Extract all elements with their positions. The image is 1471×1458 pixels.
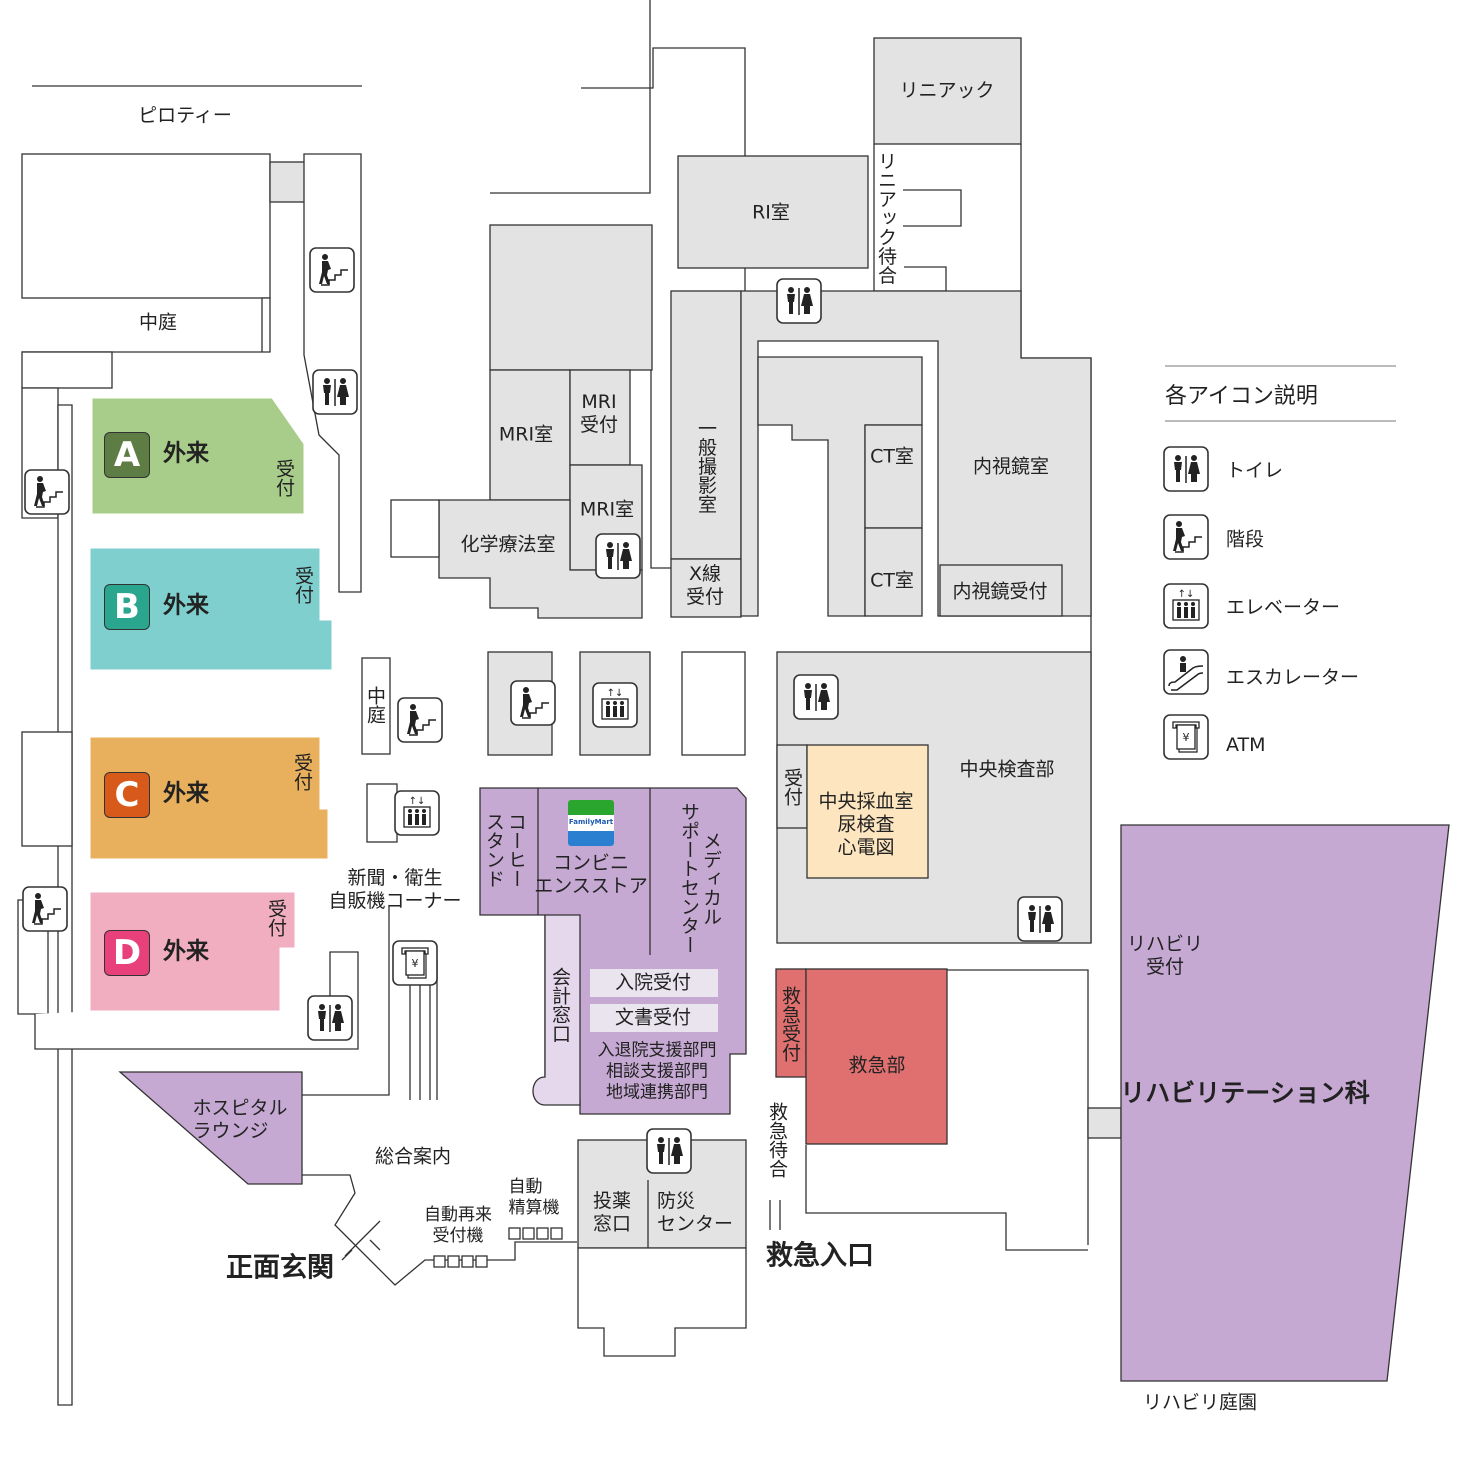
chemotherapy-room: 化学療法室: [460, 533, 556, 556]
endoscopy-room: 内視鏡室: [972, 455, 1050, 478]
mri-room: MRI室: [498, 423, 554, 446]
er-department: 救急部: [848, 1054, 906, 1077]
payment-machine: 自動 精算機: [508, 1177, 560, 1218]
outpatient-c-badge: C: [104, 772, 150, 818]
legend-atm: ATM: [1226, 734, 1266, 756]
document-reception: 文書受付: [614, 1006, 692, 1029]
admission-reception: 入院受付: [614, 971, 692, 994]
blood-reception: 受付: [781, 768, 803, 806]
outpatient-d-area: [89, 891, 296, 1012]
general-xray-room: 一般撮影室: [695, 418, 717, 514]
rehab-department: リハビリテーション科: [1120, 1078, 1370, 1108]
mri-room: MRI室: [579, 498, 635, 521]
linac-waiting: リニアック待合: [875, 151, 897, 285]
outpatient-d-label[interactable]: 外来: [163, 938, 209, 965]
er-entrance: 救急入口: [766, 1240, 874, 1272]
convenience-store: コンビニ エンスストア: [534, 852, 648, 897]
main-entrance: 正面玄関: [226, 1252, 334, 1284]
courtyard-label: 中庭: [364, 686, 386, 724]
outpatient-b-label[interactable]: 外来: [163, 592, 209, 619]
er-waiting: 救急待合: [766, 1102, 788, 1178]
er-reception: 救急受付: [779, 986, 801, 1062]
legend-title: 各アイコン説明: [1165, 384, 1318, 409]
xray-reception: X線 受付: [685, 563, 725, 608]
ri-room: RI室: [752, 201, 790, 224]
blood-draw-room: 中央採血室 尿検査 心電図: [818, 790, 914, 859]
linac-room: リニアック: [899, 79, 995, 102]
medical-support-center: メディカル サポートセンター: [678, 802, 722, 954]
support-departments: 入退院支援部門 相談支援部門 地域連携部門: [597, 1040, 717, 1103]
courtyard-label: 中庭: [138, 311, 178, 334]
outpatient-a-area: [91, 397, 305, 515]
outpatient-d-reception: 受付: [265, 899, 287, 937]
outpatient-c-reception: 受付: [291, 753, 313, 791]
rehab-reception: リハビリ 受付: [1126, 933, 1204, 978]
vending-corner: 新聞・衛生 自販機コーナー: [328, 867, 462, 912]
outpatient-b-reception: 受付: [292, 566, 314, 604]
outpatient-c-label[interactable]: 外来: [163, 780, 209, 807]
cashier-window: 会計窓口: [549, 967, 571, 1043]
outpatient-b-area: [89, 547, 333, 671]
outpatient-a-badge: A: [104, 432, 150, 478]
legend-toilet: トイレ: [1226, 459, 1284, 482]
hospital-lounge: ホスピタル ラウンジ: [192, 1097, 288, 1142]
legend-elevator: エレベーター: [1226, 596, 1341, 619]
outpatient-c-area: [89, 736, 329, 860]
outpatient-a-reception: 受付: [273, 459, 295, 497]
legend-stairs: 階段: [1226, 528, 1265, 551]
disaster-prevention-center: 防災 センター: [656, 1190, 734, 1235]
rehab-garden: リハビリ庭園: [1142, 1391, 1258, 1414]
mri-reception: MRI 受付: [579, 391, 619, 436]
familymart-logo: FamilyMart: [568, 800, 614, 846]
outpatient-d-badge: D: [104, 930, 150, 976]
pharmacy-window: 投薬 窓口: [592, 1190, 632, 1235]
coffee-stand: コーヒー スタンド: [483, 812, 527, 888]
reentry-machine: 自動再来 受付機: [424, 1205, 492, 1246]
outpatient-b-badge: B: [104, 584, 150, 630]
ct-room: CT室: [870, 569, 914, 592]
piloti-label: ピロティー: [138, 104, 232, 127]
legend-escalator: エスカレーター: [1226, 666, 1360, 689]
endoscopy-reception: 内視鏡受付: [952, 580, 1048, 603]
ct-room: CT室: [870, 445, 914, 468]
outpatient-a-label[interactable]: 外来: [163, 440, 209, 467]
general-information: 総合案内: [374, 1145, 452, 1168]
central-lab: 中央検査部: [959, 758, 1055, 781]
